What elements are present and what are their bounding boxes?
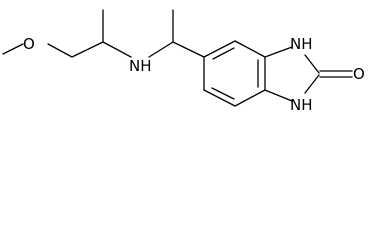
atom-label-ring-nh-top: NH xyxy=(290,35,313,53)
bond-nh-top-carbonyl xyxy=(304,54,320,74)
bond-ch2-ch xyxy=(71,41,104,58)
atom-label-ring-nh-bottom: NH xyxy=(290,96,313,114)
ring-double-1 xyxy=(212,47,235,60)
bond-ch-nh xyxy=(102,41,132,58)
bond-layer xyxy=(2,9,353,107)
ring-bond-1 xyxy=(203,40,236,58)
bond-methyl-o xyxy=(2,43,24,55)
bond-nh-ch xyxy=(148,41,174,58)
structure-diagram: O NH NH NH O xyxy=(2,9,365,114)
ring-bond-5 xyxy=(203,89,236,107)
atom-label-carbonyl-oxygen: O xyxy=(353,65,365,83)
atom-labels: O NH NH NH O xyxy=(23,35,365,114)
ring-bond-4 xyxy=(234,89,266,107)
bond-o-ch2 xyxy=(47,43,73,58)
ring-bond-2 xyxy=(234,40,266,58)
bond-ring-nh-top xyxy=(264,46,293,58)
bond-nh-bottom-carbonyl xyxy=(304,74,320,94)
atom-label-amine: NH xyxy=(129,57,152,75)
atom-label-methoxy-oxygen: O xyxy=(23,35,35,53)
ring-double-3 xyxy=(211,87,235,100)
bond-ring-nh-bottom xyxy=(264,89,293,102)
bond-ch-ring xyxy=(172,41,205,58)
